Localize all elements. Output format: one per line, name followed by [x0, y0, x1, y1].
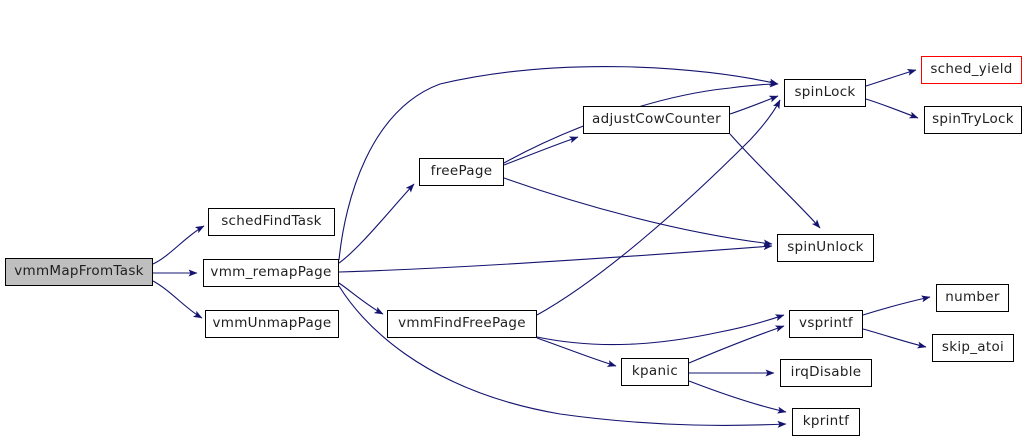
call-edge-spinLock-to-sched_yield [865, 68, 917, 87]
call-edge-vmm_remapPage-to-spinUnlock [338, 243, 773, 273]
call-graph-node-spinLock[interactable]: spinLock [784, 79, 866, 107]
call-edge-adjustCowCounter-to-spinLock [729, 95, 779, 115]
call-graph-node-kpanic[interactable]: kpanic [621, 358, 689, 386]
call-edge-spinLock-to-spinTryLock [865, 98, 919, 119]
call-edge-freePage-to-adjustCowCounter [503, 136, 579, 166]
call-graph-node-spinUnlock[interactable]: spinUnlock [777, 234, 874, 262]
call-graph-node-freePage[interactable]: freePage [419, 158, 504, 186]
call-edge-vmmMapFromTask-to-vmmUnmapPage [152, 280, 203, 319]
call-edge-vsprintf-to-number [862, 295, 931, 316]
call-edge-vmm_remapPage-to-kprintf [338, 285, 787, 428]
call-graph-node-vmmFindFreePage[interactable]: vmmFindFreePage [387, 310, 537, 338]
call-edge-vmm_remapPage-to-freePage [338, 183, 415, 264]
call-edge-vmmFindFreePage-to-vsprintf [536, 314, 785, 346]
call-graph-node-sched_yield[interactable]: sched_yield [921, 56, 1022, 84]
call-graph-node-irqDisable[interactable]: irqDisable [780, 359, 872, 387]
call-edge-vmm_remapPage-to-vmmFindFreePage [338, 282, 384, 315]
call-edge-freePage-to-spinUnlock [503, 177, 773, 247]
call-graph-node-vmmUnmapPage[interactable]: vmmUnmapPage [205, 310, 339, 338]
call-graph-node-vmm_remapPage[interactable]: vmm_remapPage [203, 259, 339, 287]
call-graph-node-number[interactable]: number [936, 284, 1009, 312]
call-graph-node-skip_atoi[interactable]: skip_atoi [932, 334, 1014, 362]
call-graph-node-schedFindTask[interactable]: schedFindTask [208, 208, 335, 236]
call-edge-adjustCowCounter-to-spinUnlock [729, 133, 821, 229]
call-edge-kpanic-to-vsprintf [688, 325, 785, 364]
call-edge-vmmFindFreePage-to-kpanic [536, 337, 617, 367]
call-edge-vmmFindFreePage-to-spinLock [536, 99, 781, 316]
call-edge-freePage-to-spinLock [503, 80, 779, 164]
call-graph-node-vmmMapFromTask[interactable]: vmmMapFromTask [5, 258, 153, 286]
call-graph-node-adjustCowCounter[interactable]: adjustCowCounter [583, 106, 730, 134]
call-edge-vmmMapFromTask-to-schedFindTask [152, 225, 205, 265]
call-edge-vmm_remapPage-to-spinLock [338, 66, 779, 261]
call-graph-node-spinTryLock[interactable]: spinTryLock [924, 106, 1022, 134]
call-graph-node-vsprintf[interactable]: vsprintf [789, 310, 863, 338]
call-graph-node-kprintf[interactable]: kprintf [792, 408, 860, 436]
call-edge-kpanic-to-kprintf [688, 380, 787, 414]
call-edge-vsprintf-to-skip_atoi [862, 328, 927, 349]
